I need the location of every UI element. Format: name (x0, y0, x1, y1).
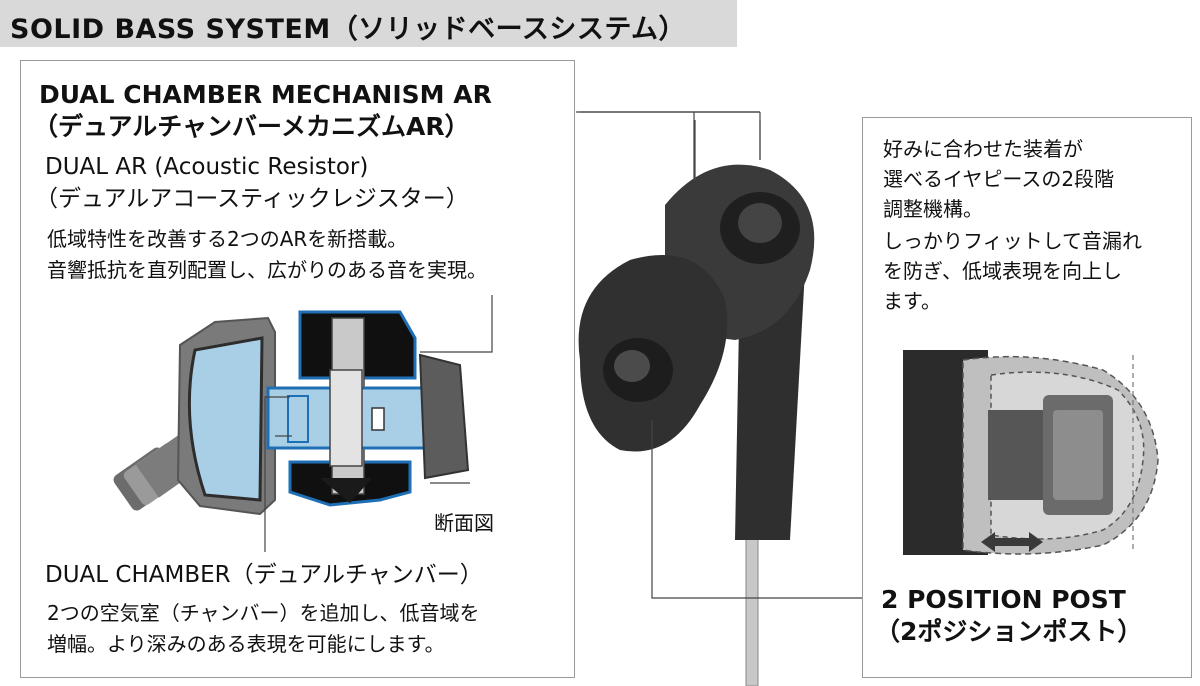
mechanism-title-jp: （デュアルチャンバーメカニズムAR） (33, 112, 470, 141)
position-post-title-jp: （2ポジションポスト） (875, 617, 1143, 646)
leader-lines (264, 295, 493, 552)
dual-ar-desc-line2: 音響抵抗を直列配置し、広がりのある音を実現。 (47, 258, 487, 282)
dual-chamber-title: DUAL CHAMBER（デュアルチャンバー） (45, 562, 483, 588)
dual-chamber-desc-line1: 2つの空気室（チャンバー）を追加し、低音域を (47, 601, 480, 625)
page-title: SOLID BASS SYSTEM（ソリッドベースシステム） (10, 14, 687, 45)
dual-ar-title-en: DUAL AR (Acoustic Resistor) (45, 154, 369, 180)
left-panel: DUAL CHAMBER MECHANISM AR （デュアルチャンバーメカニズ… (20, 60, 575, 678)
cross-section-diagram (113, 295, 493, 552)
adjust-line6: ます。 (883, 289, 941, 313)
double-arrow-icon (981, 532, 1043, 552)
earphone-illustration (578, 111, 862, 686)
adjust-line1: 好みに合わせた装着が (883, 137, 1083, 161)
header-tab: SOLID BASS SYSTEM（ソリッドベースシステム） (0, 0, 737, 47)
adjust-line4: しっかりフィットして音漏れ (883, 229, 1142, 253)
earphone-stem (735, 270, 805, 540)
adjust-line2: 選べるイヤピースの2段階 (883, 167, 1115, 191)
dual-chamber-desc-line2: 増幅。より深みのある表現を可能にします。 (47, 632, 445, 656)
adjust-line3: 調整機構。 (883, 197, 983, 221)
dual-ar-title-jp: （デュアルアコースティックレジスター） (35, 186, 469, 212)
dual-ar-desc-line1: 低域特性を改善する2つのARを新搭載。 (47, 227, 408, 251)
right-panel: 好みに合わせた装着が 選べるイヤピースの2段階 調整機構。 しっかりフィットして… (862, 117, 1192, 678)
position-post-illustration (903, 350, 1159, 555)
position-post-title-en: 2 POSITION POST (881, 585, 1126, 614)
mechanism-title-en: DUAL CHAMBER MECHANISM AR (39, 80, 492, 109)
cross-section-label: 断面図 (434, 511, 494, 535)
adjust-line5: を防ぎ、低域表現を向上し (883, 259, 1122, 283)
